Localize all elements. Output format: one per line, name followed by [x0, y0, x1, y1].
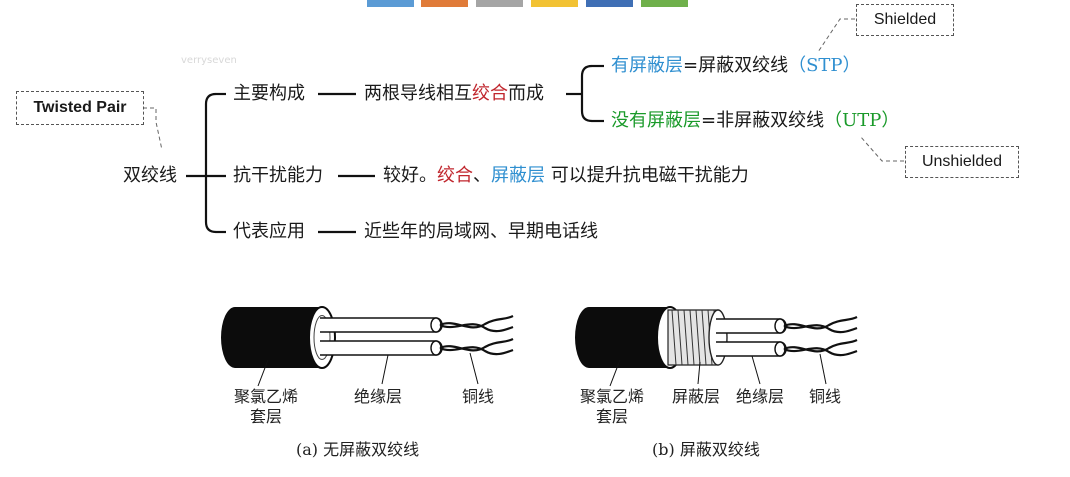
stp-copper-label: 铜线 — [809, 387, 842, 406]
figure-b-caption: (b) 屏蔽双绞线 — [652, 440, 760, 459]
stp-jacket-line1: 聚氯乙烯 — [579, 387, 644, 406]
utp-prefix: 没有屏蔽层 — [611, 110, 701, 131]
anti-desc-before: 较好。 — [383, 165, 437, 186]
color-swatch-6[interactable] — [641, 0, 688, 7]
stp-insulation-label: 绝缘层 — [736, 387, 785, 406]
stp-mid: =屏蔽双绞线 — [683, 55, 789, 76]
branch-application-label: 代表应用 — [233, 221, 305, 242]
anti-highlight-shield: 屏蔽层 — [491, 165, 545, 186]
root-node: 双绞线 — [123, 165, 177, 186]
composition-desc-before: 两根导线相互 — [364, 83, 472, 104]
utp-cable-drawing — [221, 306, 514, 387]
utp-jacket-line2: 套层 — [249, 407, 282, 426]
twisted-pair-callout-text: Twisted Pair — [33, 99, 127, 116]
color-swatch-2[interactable] — [421, 0, 468, 7]
utp-jacket-label: 聚氯乙烯 套层 — [226, 387, 306, 427]
anti-desc-after: 可以提升抗电磁干扰能力 — [545, 165, 749, 186]
anti-highlight-twist: 绞合 — [437, 165, 473, 186]
branch-composition-desc: 两根导线相互绞合而成 — [364, 83, 544, 105]
color-swatch-4[interactable] — [531, 0, 578, 7]
composition-desc-after: 而成 — [508, 83, 544, 104]
twisted-pair-callout: Twisted Pair — [16, 91, 144, 125]
utp-insulation-label: 绝缘层 — [354, 387, 403, 406]
unshielded-callout-text: Unshielded — [921, 153, 1003, 170]
utp-abbr: （UTP） — [824, 110, 900, 131]
shielded-callout: Shielded — [856, 4, 954, 36]
stp-node: 有屏蔽层=屏蔽双绞线（STP） — [611, 55, 861, 77]
utp-mid: =非屏蔽双绞线 — [701, 110, 825, 131]
shielded-callout-text: Shielded — [873, 11, 937, 28]
utp-jacket-line1: 聚氯乙烯 — [233, 387, 298, 406]
stp-abbr: （STP） — [788, 55, 861, 76]
composition-desc-highlight: 绞合 — [472, 83, 508, 104]
stp-shield-label: 屏蔽层 — [672, 387, 721, 406]
branch-composition-label: 主要构成 — [233, 83, 305, 104]
color-swatch-1[interactable] — [367, 0, 414, 7]
stp-cable-drawing — [575, 306, 858, 387]
anti-sep: 、 — [473, 165, 491, 186]
branch-application-desc: 近些年的局域网、早期电话线 — [364, 221, 598, 242]
stp-jacket-line2: 套层 — [595, 407, 628, 426]
stp-prefix: 有屏蔽层 — [611, 55, 683, 76]
figure-a-caption: (a) 无屏蔽双绞线 — [296, 440, 420, 459]
unshielded-callout: Unshielded — [905, 146, 1019, 178]
branch-anti-interference-label: 抗干扰能力 — [233, 165, 323, 186]
color-swatch-5[interactable] — [586, 0, 633, 7]
utp-node: 没有屏蔽层=非屏蔽双绞线（UTP） — [611, 110, 899, 132]
color-swatch-3[interactable] — [476, 0, 523, 7]
watermark: verryseven — [181, 55, 237, 66]
stp-jacket-label: 聚氯乙烯 套层 — [572, 387, 652, 427]
branch-anti-interference-desc: 较好。绞合、屏蔽层 可以提升抗电磁干扰能力 — [383, 165, 749, 187]
utp-copper-label: 铜线 — [462, 387, 495, 406]
